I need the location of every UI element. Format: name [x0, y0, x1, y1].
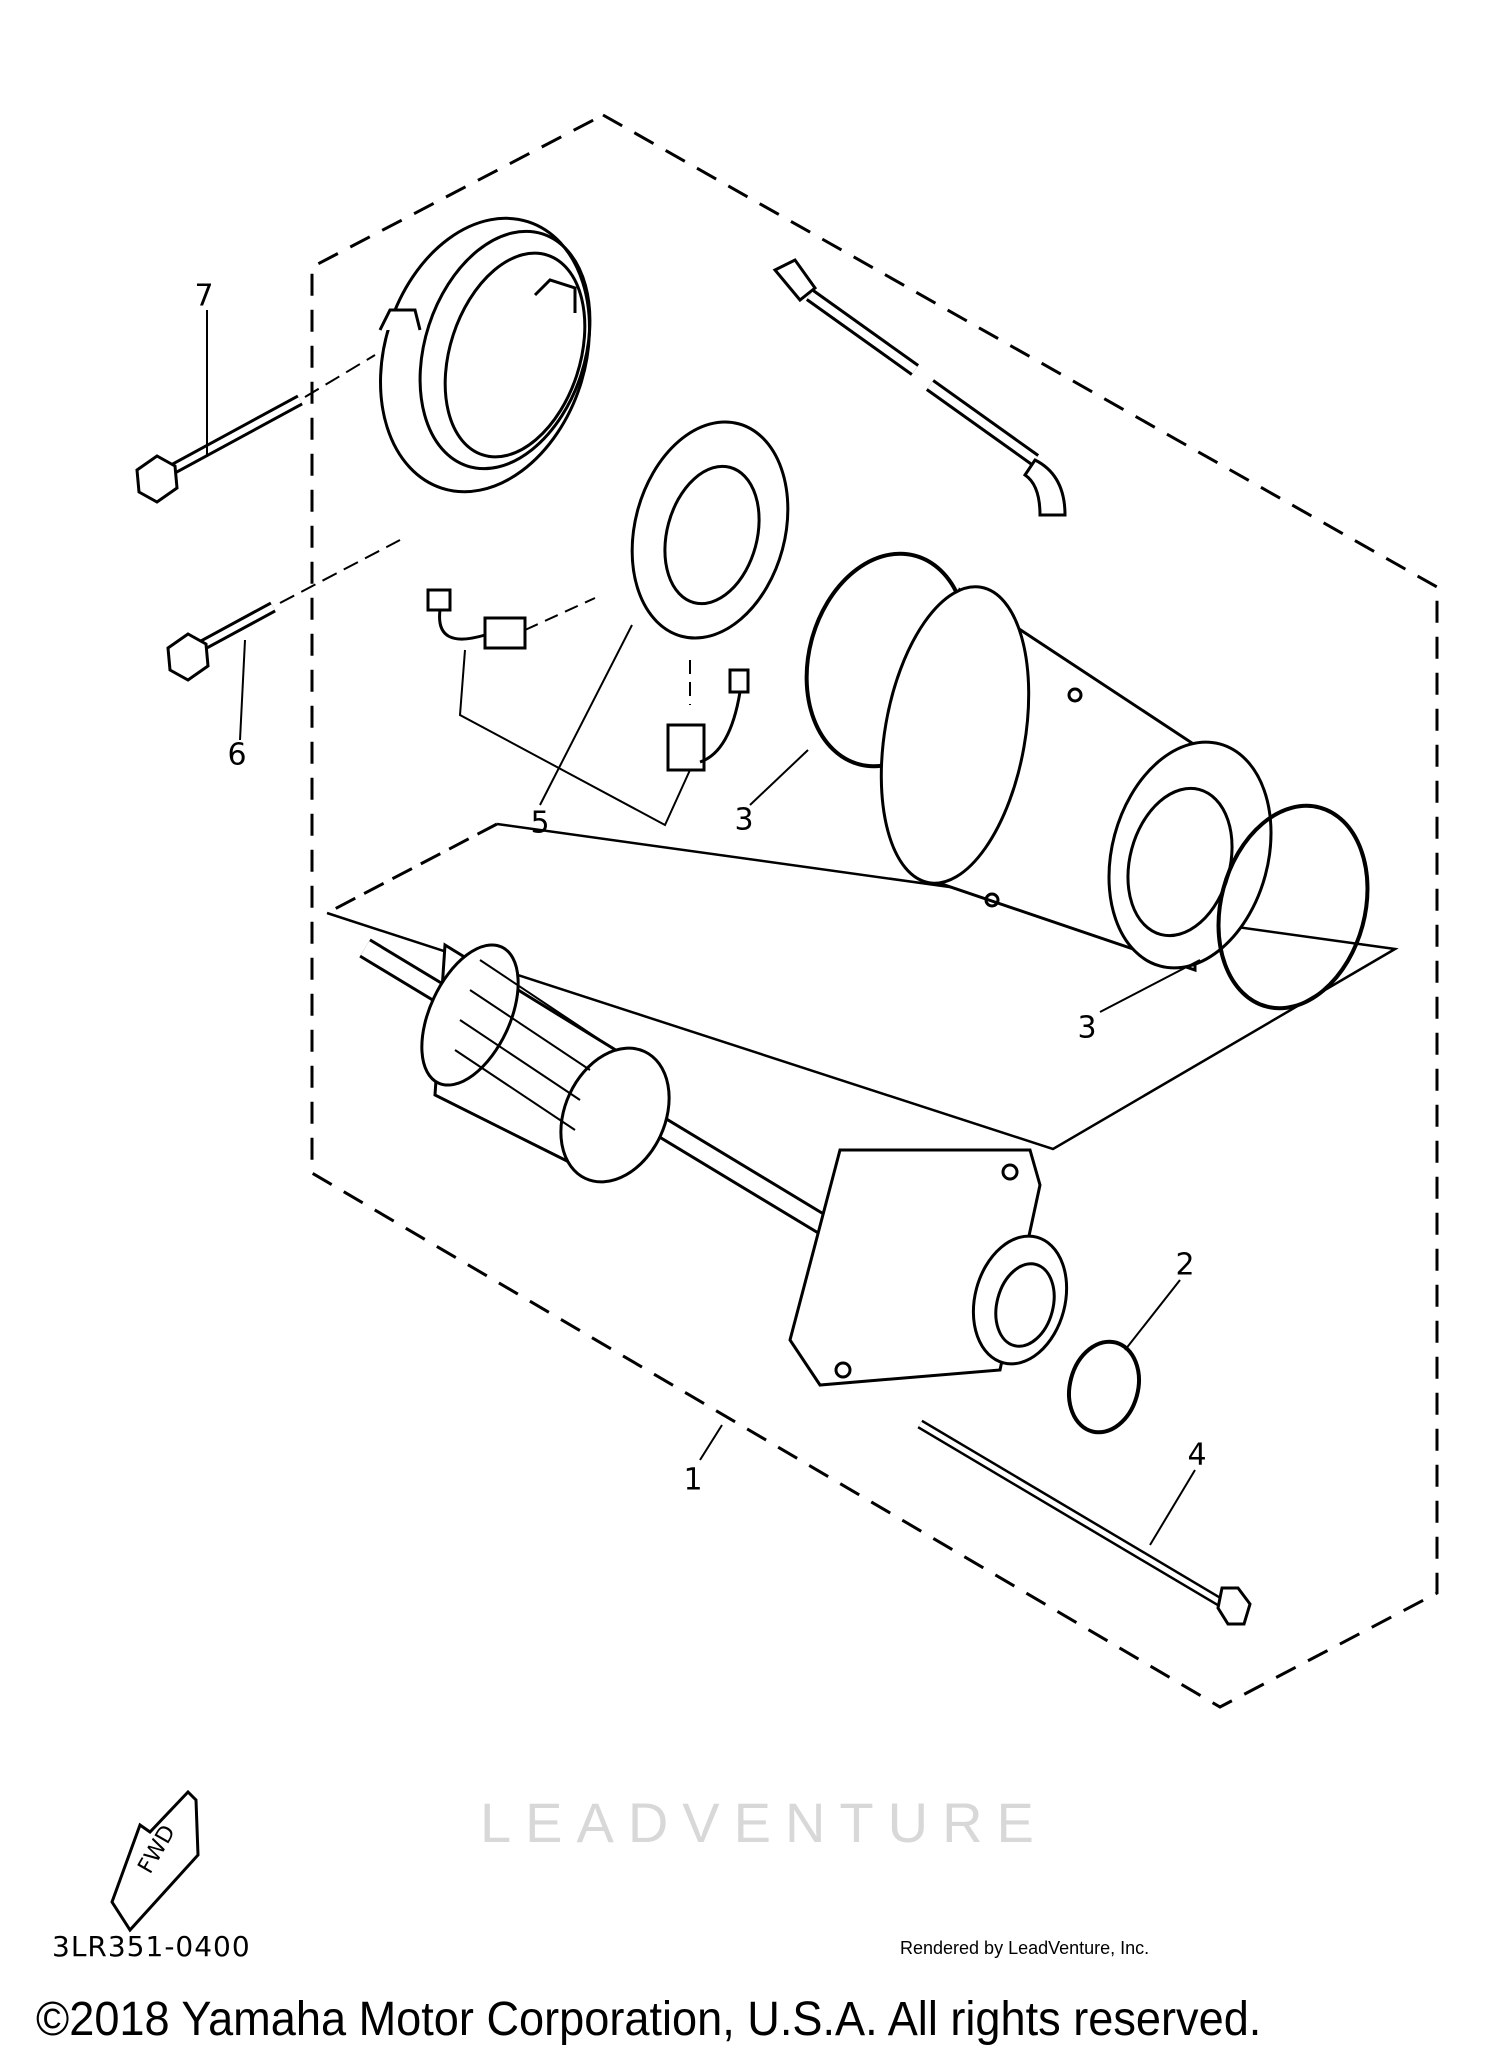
- leader-lines: [206, 310, 1201, 1546]
- callout-5: 5: [530, 805, 550, 841]
- callout-4: 4: [1187, 1437, 1207, 1473]
- callout-6: 6: [227, 737, 247, 773]
- fwd-arrow-icon: FWD: [110, 1789, 200, 1933]
- callout-3b: 3: [1077, 1010, 1097, 1046]
- bolt-7: [135, 354, 376, 504]
- callout-2: 2: [1175, 1247, 1195, 1283]
- copyright-notice: ©2018 Yamaha Motor Corporation, U.S.A. A…: [36, 1993, 1262, 2046]
- o-ring-2: [1067, 1339, 1141, 1435]
- rear-cover: [378, 216, 592, 494]
- callout-1: 1: [683, 1462, 703, 1498]
- front-cover: [788, 1148, 1069, 1387]
- yoke: [804, 551, 1370, 1011]
- drawing-code: 3LR351-0400: [52, 1930, 251, 1963]
- lead-wire: [772, 258, 1067, 517]
- brush-right: [666, 660, 750, 772]
- through-bolt-4: [917, 1419, 1252, 1626]
- assembly-boundary: [310, 113, 1439, 1709]
- armature: [359, 938, 846, 1245]
- brush-plate: [630, 420, 790, 640]
- callout-7: 7: [194, 278, 214, 314]
- rendered-by-notice: Rendered by LeadVenture, Inc.: [900, 1938, 1150, 1958]
- bolt-6: [166, 539, 401, 682]
- watermark: LEADVENTURE: [480, 1791, 1048, 1854]
- brush-left: [426, 588, 596, 650]
- callout-3a: 3: [734, 802, 754, 838]
- armature-group-outline: [326, 822, 498, 915]
